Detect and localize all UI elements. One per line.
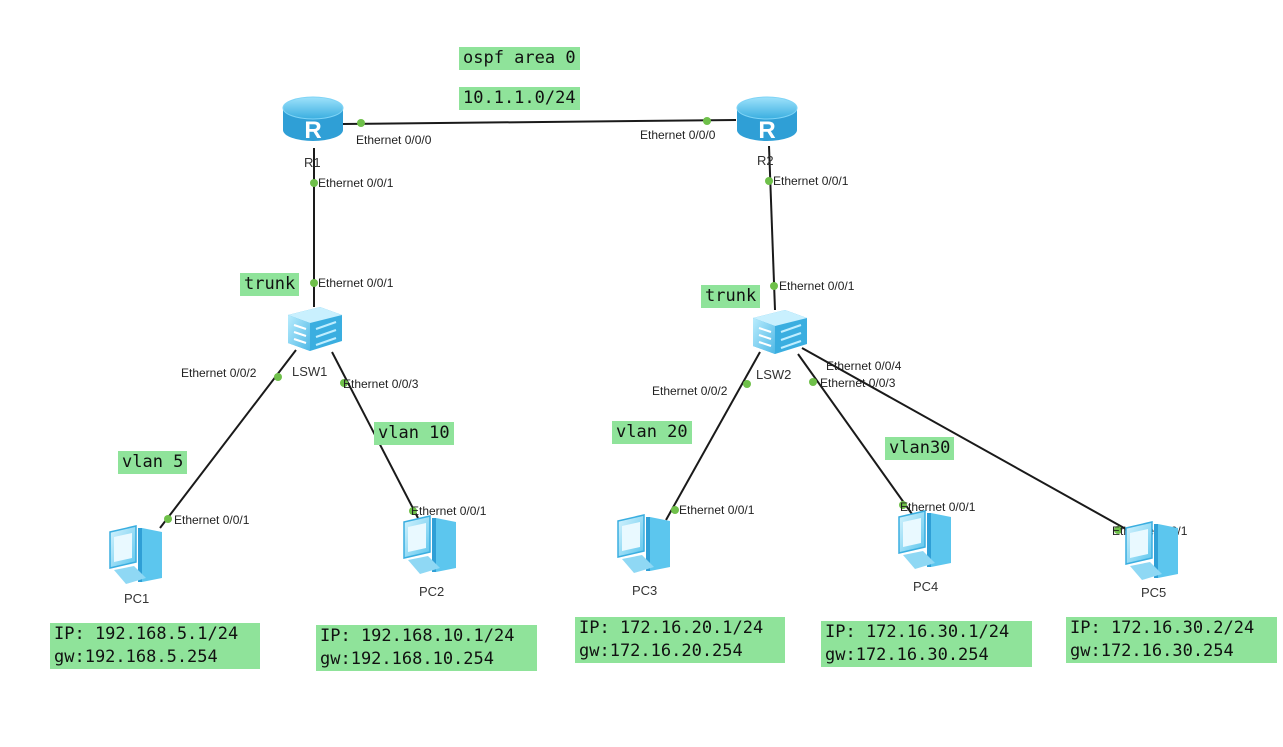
port-label-pc3-e001: Ethernet 0/0/1: [679, 503, 755, 517]
note-vlan30: vlan30: [885, 437, 955, 460]
port-label-lsw1-e002: Ethernet 0/0/2: [181, 366, 257, 380]
port-label-lsw2-e003: Ethernet 0/0/3: [820, 376, 896, 390]
svg-text:R: R: [304, 117, 321, 144]
note-trunk-lsw2: trunk: [701, 285, 761, 308]
port-label-r1-e001: Ethernet 0/0/1: [318, 176, 394, 190]
ip-text: IP: 192.168.10.1/24: [320, 626, 515, 646]
note-ospf-area: ospf area 0: [459, 47, 580, 70]
host-info-pc1: IP: 192.168.5.1/24 gw:192.168.5.254: [50, 623, 260, 669]
device-label-pc4: PC4: [913, 579, 938, 594]
switch-lsw2[interactable]: [753, 310, 807, 354]
ip-text: IP: 172.16.20.1/24: [579, 618, 764, 638]
pc-icon: [898, 510, 951, 569]
device-label-pc2: PC2: [419, 584, 444, 599]
ip-text: IP: 192.168.5.1/24: [54, 624, 239, 644]
router-r2[interactable]: R: [736, 96, 798, 144]
port-label-r2-e001: Ethernet 0/0/1: [773, 174, 849, 188]
port-label-lsw2-e002: Ethernet 0/0/2: [652, 384, 728, 398]
router-icon: R: [282, 96, 344, 144]
note-vlan20: vlan 20: [612, 421, 692, 444]
gateway-text: gw:192.168.10.254: [320, 649, 494, 669]
port-dots: [164, 117, 1122, 534]
port-label-r1-e000: Ethernet 0/0/0: [356, 133, 432, 147]
gateway-text: gw:172.16.20.254: [579, 641, 743, 661]
note-vlan5: vlan 5: [118, 451, 188, 474]
switch-lsw1[interactable]: [288, 307, 342, 351]
router-r1[interactable]: R: [282, 96, 344, 144]
pc-icon: [403, 515, 456, 574]
device-label-pc1: PC1: [124, 591, 149, 606]
port-label-pc1-e001: Ethernet 0/0/1: [174, 513, 250, 527]
router-icon: R: [736, 96, 798, 144]
link-lsw2-pc5: [801, 347, 1134, 534]
gateway-text: gw:172.16.30.254: [1070, 641, 1234, 661]
pc-pc3[interactable]: [617, 514, 670, 573]
port-label-lsw1-e003: Ethernet 0/0/3: [343, 377, 419, 391]
ip-text: IP: 172.16.30.1/24: [825, 622, 1010, 642]
host-info-pc3: IP: 172.16.20.1/24 gw:172.16.20.254: [575, 617, 785, 663]
pc-icon: [1125, 521, 1178, 580]
note-subnet: 10.1.1.0/24: [459, 87, 580, 110]
port-label-r2-e000: Ethernet 0/0/0: [640, 128, 716, 142]
port-label-pc2-e001: Ethernet 0/0/1: [411, 504, 487, 518]
pc-icon: [617, 514, 670, 573]
port-label-lsw1-e001: Ethernet 0/0/1: [318, 276, 394, 290]
switch-icon: [288, 307, 342, 351]
port-label-pc4-e001: Ethernet 0/0/1: [900, 500, 976, 514]
pc-pc5[interactable]: [1125, 521, 1178, 580]
device-label-r2: R2: [757, 153, 774, 168]
device-label-r1: R1: [304, 155, 321, 170]
host-info-pc4: IP: 172.16.30.1/24 gw:172.16.30.254: [821, 621, 1032, 667]
port-label-lsw2-e004: Ethernet 0/0/4: [826, 359, 902, 373]
svg-text:R: R: [758, 117, 775, 144]
pc-pc1[interactable]: [109, 525, 162, 584]
link-lsw2-pc4: [797, 353, 913, 515]
pc-pc4[interactable]: [898, 510, 951, 569]
ip-text: IP: 172.16.30.2/24: [1070, 618, 1255, 638]
pc-icon: [109, 525, 162, 584]
pc-pc2[interactable]: [403, 515, 456, 574]
link-lsw1-pc1: [159, 349, 297, 529]
link-lsw2-pc3: [665, 351, 761, 521]
device-label-lsw2: LSW2: [756, 367, 791, 382]
gateway-text: gw:172.16.30.254: [825, 645, 989, 665]
host-info-pc5: IP: 172.16.30.2/24 gw:172.16.30.254: [1066, 617, 1277, 663]
switch-icon: [753, 310, 807, 354]
gateway-text: gw:192.168.5.254: [54, 647, 218, 667]
device-label-lsw1: LSW1: [292, 364, 327, 379]
note-trunk-lsw1: trunk: [240, 273, 300, 296]
device-label-pc5: PC5: [1141, 585, 1166, 600]
host-info-pc2: IP: 192.168.10.1/24 gw:192.168.10.254: [316, 625, 537, 671]
note-vlan10: vlan 10: [374, 422, 454, 445]
device-label-pc3: PC3: [632, 583, 657, 598]
port-label-lsw2-e001: Ethernet 0/0/1: [779, 279, 855, 293]
link-r1-r2: [342, 119, 737, 125]
